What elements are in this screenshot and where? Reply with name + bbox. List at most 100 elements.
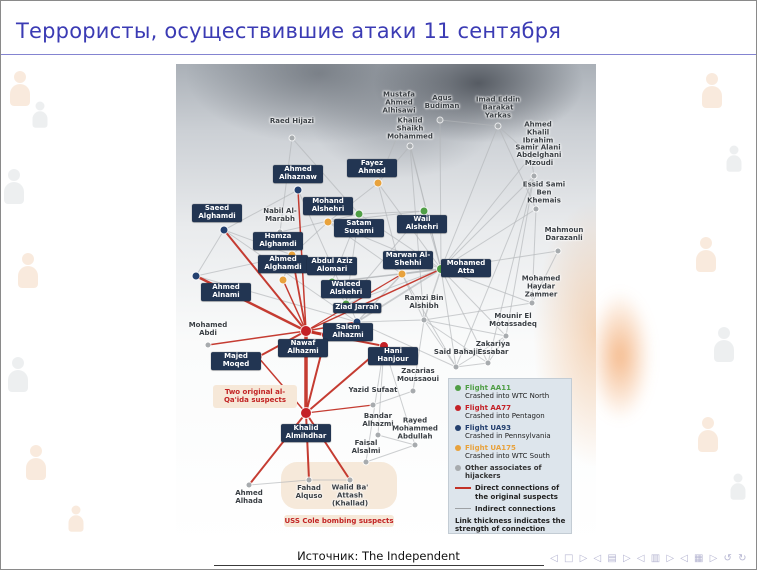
- edge-atta-ziad: [356, 268, 442, 323]
- legend-line-item: Link thickness indicates the strength of…: [455, 517, 566, 533]
- edge-ksm-ramzi: [409, 145, 425, 321]
- node-label-ziad: Ziad Jarrah: [333, 303, 381, 313]
- node-dot-imad: [495, 123, 501, 129]
- legend-line-item: Indirect connections: [455, 505, 566, 513]
- edge-khalid-walid: [305, 412, 351, 481]
- edge-ramzi-moussaoui: [412, 319, 425, 392]
- node-dot-hamza: [288, 251, 296, 259]
- edge-bandar-rayed: [377, 434, 416, 446]
- node-label-mounir: Mounir El Motassadeq: [489, 312, 537, 328]
- node-dot-ksm: [407, 143, 413, 149]
- uss-cole-group-highlight: [281, 462, 397, 509]
- node-label-alani: Ahmed Khalil Ibrahim Samir Alani: [515, 120, 561, 152]
- legend-dot-icon: [455, 445, 461, 452]
- edge-zakariya-mounir: [487, 335, 507, 364]
- edge-atta-mounir: [440, 268, 507, 337]
- edge-mahmoun-zammer: [531, 250, 559, 304]
- node-dot-zammer: [529, 300, 535, 306]
- legend-dot-icon: [455, 465, 461, 472]
- source-text: Источник: The Independent: [297, 549, 460, 563]
- node-label-bahaji: Said Bahaji: [433, 348, 479, 357]
- node-dot-wail: [420, 207, 428, 215]
- node-dot-mohand: [324, 218, 332, 226]
- node-dot-abdi: [205, 342, 211, 348]
- legend-line-item: Direct connections of the original suspe…: [455, 484, 566, 501]
- node-label-saeed: Saeed Alghamdi: [192, 204, 242, 222]
- node-label-alomari: Abdul Aziz Alomari: [307, 257, 357, 275]
- node-dot-mustafa: [401, 117, 407, 123]
- person-watermark-icon: [697, 417, 719, 453]
- edge-essid-zammer: [531, 208, 537, 304]
- person-watermark-icon: [7, 357, 29, 393]
- node-dot-moussaoui: [410, 388, 416, 394]
- person-watermark-icon: [713, 327, 735, 363]
- edge-mzoudi-mounir: [505, 175, 535, 337]
- node-label-nabil: Nabil Al-Marabh: [263, 207, 297, 223]
- node-label-hani: Hani Hanjour: [368, 347, 418, 365]
- node-dot-mzoudi: [531, 173, 537, 179]
- source-caption: Источник: The Independent: [213, 549, 544, 566]
- edge-alani-atta: [440, 155, 532, 270]
- person-watermark-icon: [730, 474, 747, 501]
- title-rule: [1, 54, 756, 55]
- person-watermark-icon: [25, 445, 47, 481]
- person-watermark-icon: [695, 237, 717, 273]
- node-label-waleed: Waleed Alshehri: [321, 280, 371, 298]
- node-label-bandar: Bandar Alhazmi: [362, 412, 394, 428]
- legend-flight-item: Other associates of hijackers: [455, 464, 566, 480]
- node-label-walid: Walid Ba' Attash (Khallad): [331, 483, 369, 507]
- legend-flight-text: Other associates of hijackers: [465, 464, 542, 481]
- node-label-raed: Raed Hijazi: [269, 117, 315, 126]
- edge-mzoudi-atta: [440, 175, 535, 270]
- person-watermark-icon: [32, 102, 49, 129]
- edge-mzoudi-zakariya: [487, 175, 535, 364]
- node-label-imad: Imad Eddin Barakat Yarkas: [475, 95, 521, 119]
- node-dot-yazid: [370, 402, 376, 408]
- node-dot-zakariya: [485, 360, 491, 366]
- node-label-wail: Wail Alshehri: [397, 215, 447, 233]
- edge-agus-imad: [439, 119, 499, 127]
- node-label-khalid: Khalid Almihdhar: [281, 424, 331, 442]
- person-watermark-icon: [9, 71, 31, 107]
- person-watermark-icon: [68, 506, 85, 533]
- beamer-navigation[interactable]: ◁ □ ▷ ◁ ▤ ▷ ◁ ▥ ▷ ◁ ▦ ▷ ↺ ↻: [550, 553, 748, 564]
- edge-agus-atta: [439, 119, 442, 270]
- node-dot-agus: [437, 117, 443, 123]
- node-dot-ahmedalghamdi: [279, 276, 287, 284]
- node-label-mzoudi: Abdelghani Mzoudi: [516, 151, 562, 167]
- node-dot-fayez: [374, 179, 382, 187]
- edge-alani-mzoudi: [530, 155, 535, 177]
- node-dot-fahad: [306, 477, 312, 483]
- person-watermark-icon: [726, 146, 743, 173]
- legend-line-text: Link thickness indicates the strength of…: [455, 516, 566, 533]
- node-dot-nawaf: [301, 326, 311, 336]
- person-watermark-icon: [17, 253, 39, 289]
- node-label-zammer: Mohamed Haydar Zammer: [521, 274, 561, 298]
- node-label-mustafa: Mustafa Ahmed Alhisawi: [382, 90, 416, 114]
- node-dot-ziad: [353, 318, 361, 326]
- edge-imad-alani: [497, 125, 532, 157]
- node-label-mohand: Mohand Alshehri: [303, 197, 353, 215]
- node-label-mahmoun: Mahmoun Darazanli: [544, 226, 584, 242]
- node-label-faisal: Faisal Alsalmi: [351, 439, 381, 455]
- edge-ramzi-mounir: [423, 319, 507, 337]
- node-dot-hani: [380, 342, 388, 350]
- edge-khalid-fahad: [305, 412, 310, 481]
- edge-essid-atta: [440, 208, 537, 270]
- node-label-marwan: Marwan Al-Shehhi: [383, 251, 433, 269]
- node-dot-satam: [355, 210, 363, 218]
- node-dot-alnami: [192, 272, 200, 280]
- legend-line-text: Indirect connections: [475, 504, 556, 513]
- node-label-ksm: Khalid Shaikh Mohammed: [387, 116, 433, 140]
- node-label-alhaznawi: Ahmed Alhaznaw: [273, 165, 323, 183]
- edge-satam-nabil: [279, 213, 360, 233]
